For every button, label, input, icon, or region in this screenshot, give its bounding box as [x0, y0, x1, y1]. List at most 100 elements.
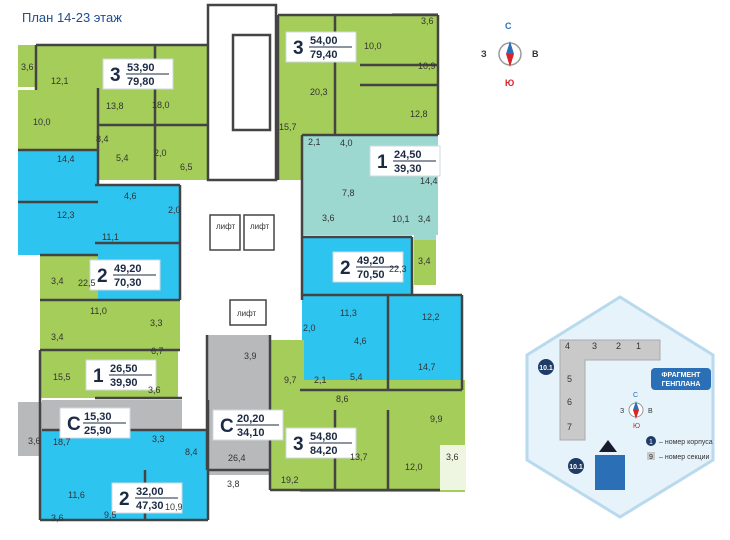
building-tag-badge: [568, 458, 584, 474]
room-area-label: 12,8: [410, 109, 428, 119]
lift-shaft: [243, 214, 275, 251]
room-green: [40, 300, 180, 350]
room-area-label: 12,1: [51, 76, 69, 86]
room-green: [392, 13, 438, 35]
room-area-label: 15,5: [53, 372, 71, 382]
room-area-label: 13,8: [106, 101, 124, 111]
badge-rooms: 2: [97, 266, 108, 287]
badge-rooms: 2: [340, 258, 351, 279]
badge-area: 49,20: [357, 255, 385, 267]
room-area-label: 3,8: [227, 479, 240, 489]
room-area-label: 14,4: [420, 176, 438, 186]
badge-rooms: 1: [377, 152, 388, 173]
badge-total: 25,90: [84, 425, 112, 437]
badge-total: 47,30: [136, 500, 164, 512]
room-area-label: 3,6: [28, 436, 41, 446]
legend-marker: [647, 452, 655, 460]
badge-rooms: С: [67, 414, 81, 435]
room-area-label: 8,4: [185, 447, 198, 457]
room-area-label: 5,4: [350, 372, 363, 382]
room-area-label: 12,2: [422, 312, 440, 322]
inset-compass-south: [633, 410, 639, 419]
apartment-badge: 3 54,00 79,40: [285, 31, 357, 63]
room-area-label: 4,6: [124, 191, 137, 201]
compass-north: С: [505, 21, 512, 31]
inset-highlight-section: [595, 455, 625, 490]
room-area-label: 2,0: [303, 323, 316, 333]
room-area-label: 11,6: [68, 490, 85, 500]
room-area-label: 4,6: [354, 336, 367, 346]
inset-legend: 1 – номер корпуса 9 – номер секции: [646, 436, 713, 461]
room-area-label: 11,0: [90, 306, 107, 316]
badge-rooms: 3: [293, 38, 304, 59]
inset-compass-west-label: З: [620, 408, 624, 415]
room-area-label: 3,6: [322, 213, 335, 223]
legend-marker-text: 9: [649, 454, 653, 461]
room-area-label: 18,7: [53, 437, 71, 447]
room-area-label: 3,3: [150, 318, 163, 328]
room-area-label: 20,3: [310, 87, 328, 97]
lift-label: лифт: [250, 222, 270, 231]
compass-south: Ю: [505, 78, 514, 88]
room-area-label: 2,1: [308, 137, 321, 147]
room-area-label: 3,6: [51, 513, 64, 523]
room-area-label: 4,0: [340, 138, 353, 148]
room-area-label: 3,4: [418, 214, 431, 224]
badge-total: 39,30: [394, 163, 422, 175]
room-area-label: 3,4: [51, 332, 64, 342]
balcony: [440, 445, 466, 490]
inset-compass-north-label: С: [633, 392, 638, 399]
room-area-label: 13,7: [350, 452, 368, 462]
room-area-label: 8,6: [336, 394, 349, 404]
room-area-label: 3,6: [446, 452, 459, 462]
legend-text: – номер секции: [659, 454, 710, 461]
walls: [18, 3, 464, 522]
legend-marker: [646, 436, 656, 446]
stair-core: [206, 3, 278, 182]
page-title: План 14-23 этаж: [22, 10, 122, 25]
room-area-label: 22,5: [78, 278, 96, 288]
room-area-label: 3,6: [21, 62, 34, 72]
room-green: [18, 90, 98, 150]
inset-section-number: 4: [565, 341, 570, 351]
badge-area: 32,00: [136, 486, 164, 498]
room-area-label: 15,7: [279, 122, 297, 132]
badge-rooms: 3: [110, 65, 121, 86]
stair-well: [231, 33, 272, 132]
compass-rose: С Ю З В: [481, 21, 539, 88]
room-area-label: 2,0: [168, 205, 181, 215]
room-area-label: 10,0: [364, 41, 382, 51]
badge-total: 79,40: [310, 49, 338, 61]
room-area-label: 3,9: [244, 351, 257, 361]
lift-label: лифт: [216, 222, 236, 231]
room-green: [414, 240, 436, 285]
room-area-label: 5,4: [116, 153, 129, 163]
inset-section-number: 2: [616, 341, 621, 351]
fragment-label-line2: ГЕНПЛАНА: [662, 381, 701, 388]
compass-south-needle: [506, 54, 514, 67]
badge-area: 24,50: [394, 149, 422, 161]
badge-area: 54,00: [310, 35, 338, 47]
inset-building-outline: [559, 339, 661, 441]
room-area-label: 3,6: [148, 385, 161, 395]
room-area-label: 3,6: [421, 16, 434, 26]
badge-area: 26,50: [110, 363, 138, 375]
badge-area: 20,20: [237, 413, 265, 425]
room-area-label: 11,1: [102, 232, 119, 242]
badge-rooms: С: [220, 416, 234, 437]
room-teal: [414, 195, 436, 240]
room-cyan: [302, 295, 462, 390]
fragment-label-line1: ФРАГМЕНТ: [662, 372, 702, 379]
room-area-label: 6,7: [151, 346, 164, 356]
